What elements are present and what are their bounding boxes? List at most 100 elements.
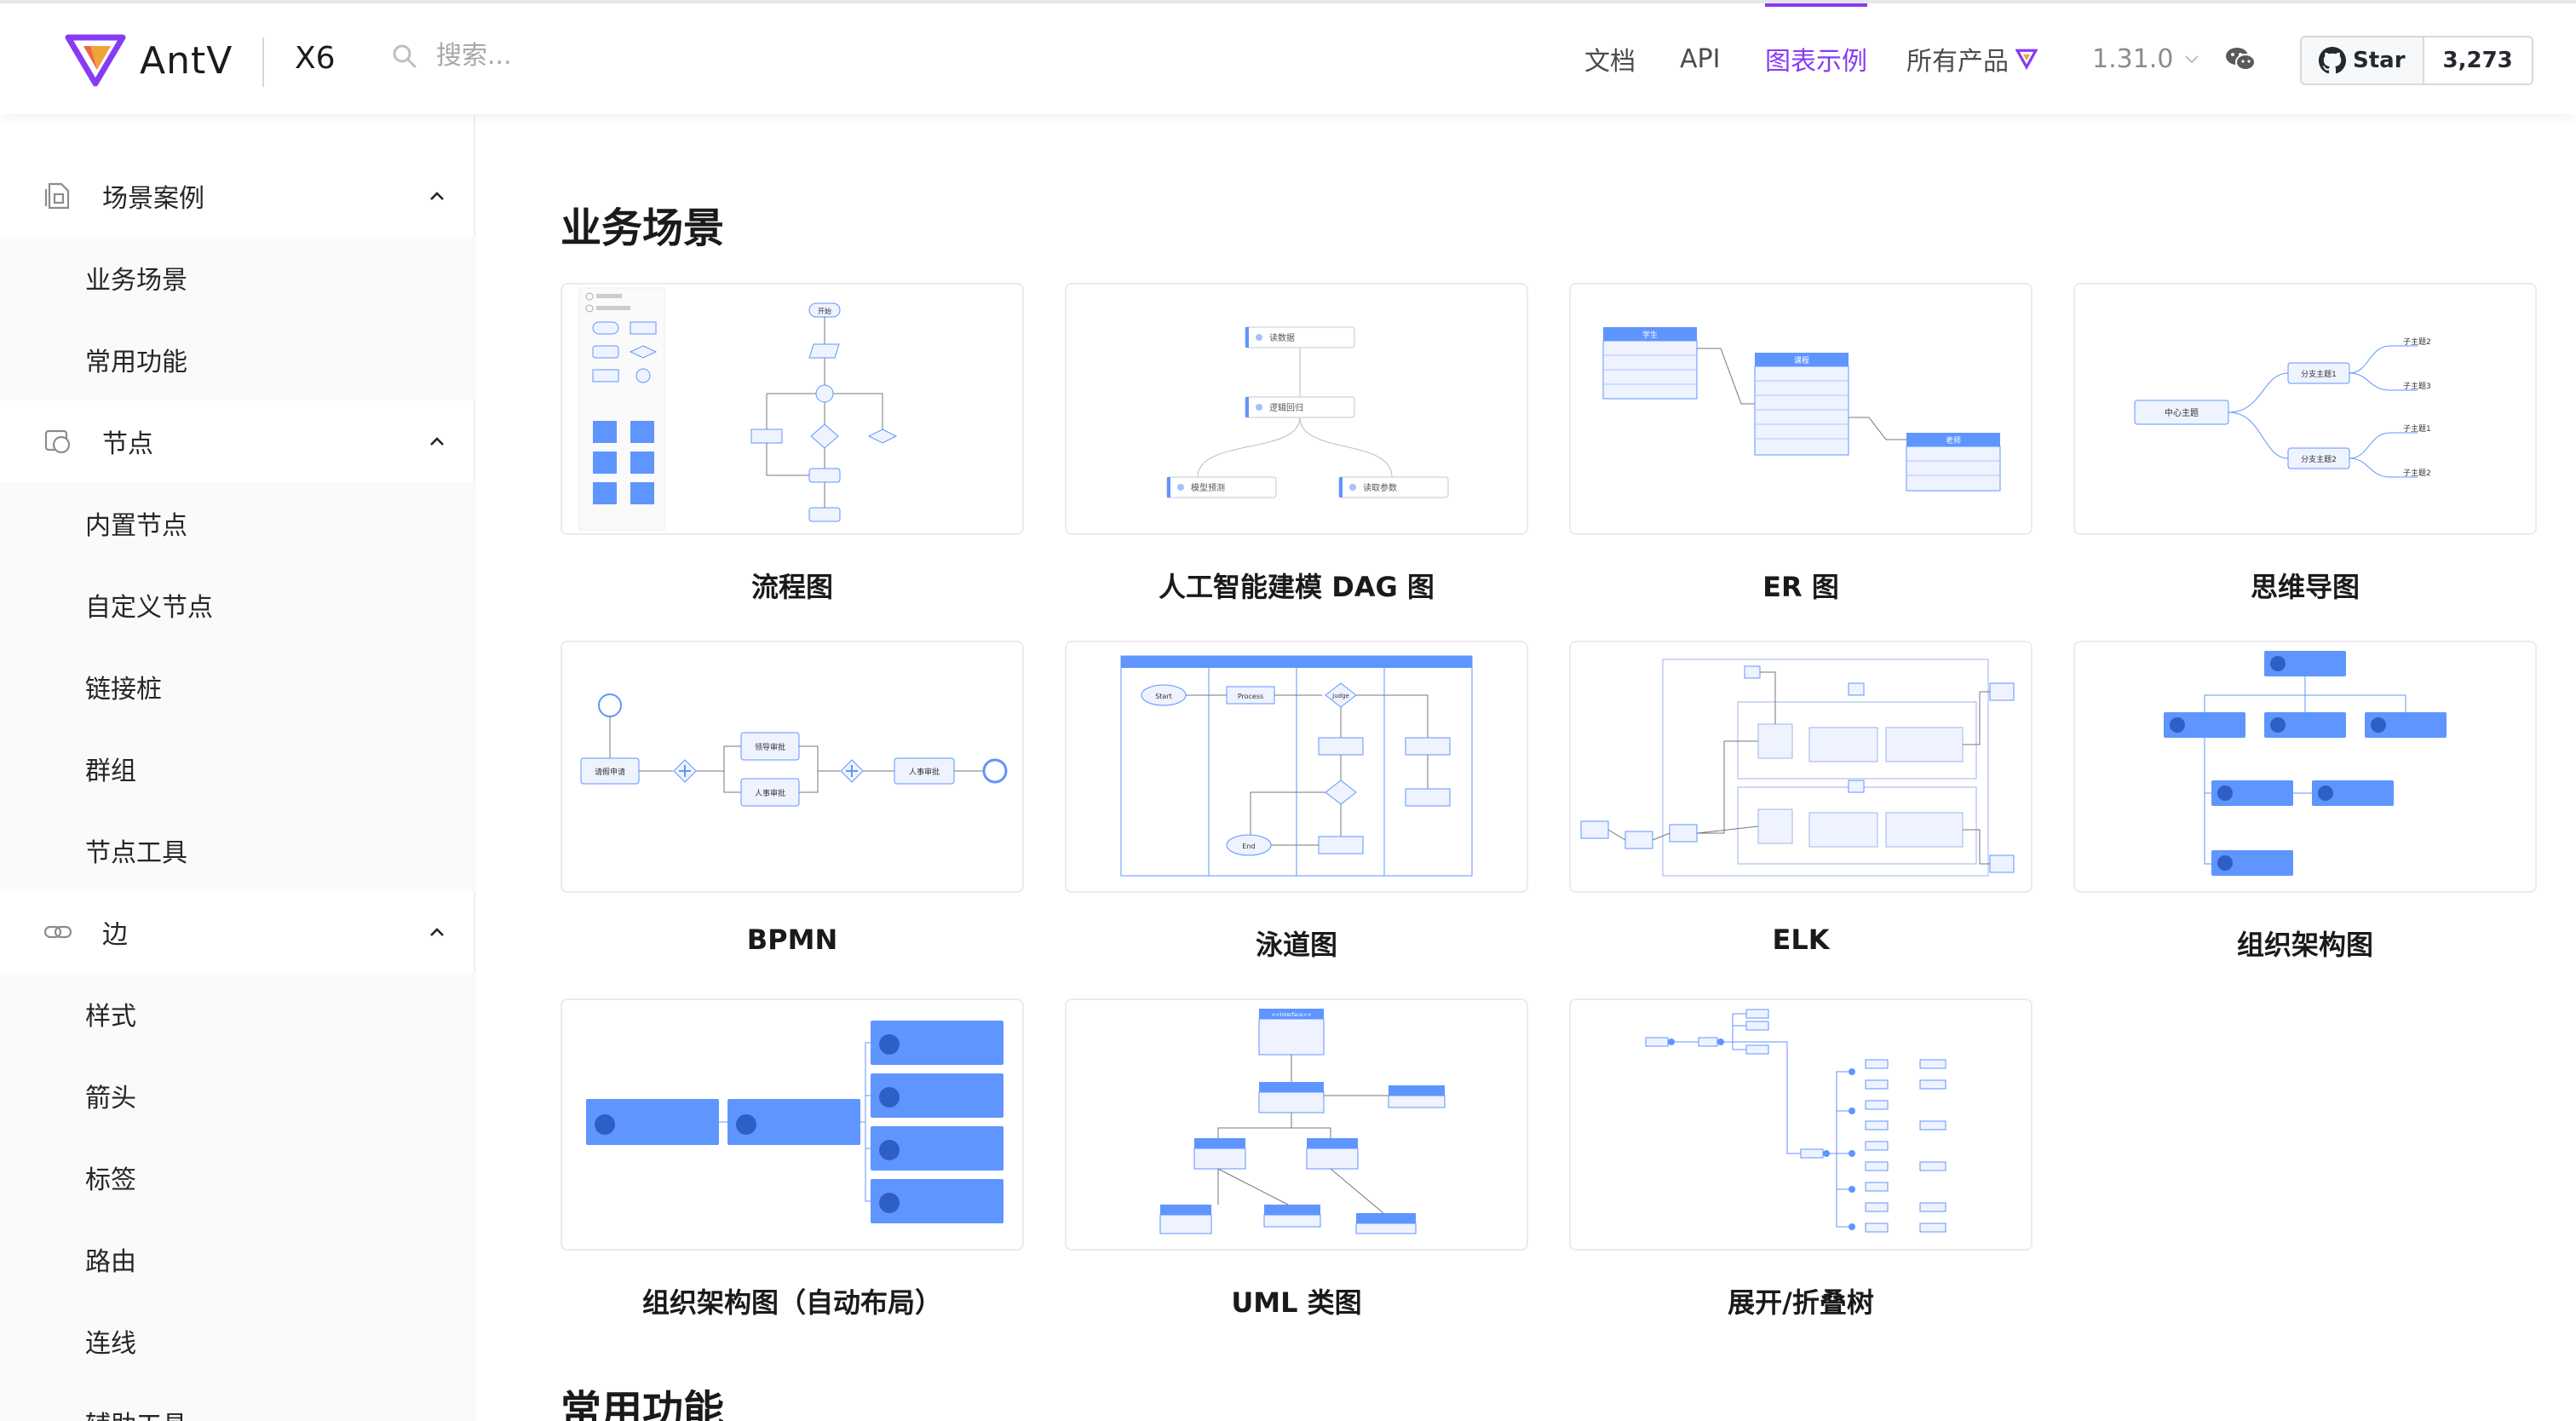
- mind-leaf-text: 子主题3: [2403, 381, 2431, 391]
- example-thumbnail: <<Interface>>: [1065, 998, 1528, 1251]
- example-card[interactable]: Start Process Judge End: [1065, 641, 1528, 963]
- github-star-group: Star 3,273: [2300, 36, 2533, 85]
- sidebar-item[interactable]: 业务场景: [85, 266, 187, 296]
- er-table-title: 老师: [1946, 435, 1961, 446]
- dag-node-text: 模型预测: [1191, 482, 1225, 493]
- example-card-label: 思维导图: [2250, 571, 2360, 603]
- chevron-down-icon: [2185, 55, 2199, 64]
- example-card-label: 展开/折叠树: [1728, 1286, 1874, 1319]
- sidebar-group-edges[interactable]: 边: [0, 891, 475, 973]
- sidebar-item[interactable]: 节点工具: [85, 838, 187, 868]
- lane-node-text: Judge: [1331, 693, 1349, 699]
- example-card[interactable]: 请假申请 领导审批 人事审批 人事审批 BPMN: [561, 641, 1024, 956]
- example-card-label: ELK: [1772, 923, 1830, 956]
- orgchart-thumbnail: [2164, 651, 2447, 876]
- example-thumbnail: 请假申请 领导审批 人事审批 人事审批: [561, 641, 1024, 893]
- mind-leaf-text: 子主题2: [2403, 337, 2431, 347]
- chevron-up-icon: [430, 437, 444, 446]
- version-select[interactable]: 1.31.0: [2092, 3, 2200, 114]
- sidebar-item[interactable]: 群组: [85, 757, 136, 786]
- er-table-title: 课程: [1794, 356, 1809, 365]
- example-thumbnail: 读数据 逻辑回归 模型预测 读取参数: [1065, 283, 1528, 535]
- example-thumbnail: 开始: [561, 283, 1024, 535]
- mind-node-text: 分支主题1: [2301, 369, 2337, 379]
- mind-leaf-text: 子主题2: [2403, 468, 2431, 478]
- section-title: 常用功能: [561, 1387, 725, 1421]
- sidebar-group-scenes[interactable]: 场景案例: [0, 155, 475, 237]
- nav-api[interactable]: API: [1680, 43, 1721, 74]
- sidebar-item[interactable]: 链接桩: [85, 675, 162, 705]
- sidebar: 场景案例 业务场景 常用功能 节点 内置节点 自定义节点 链接桩 群组 节点工具…: [0, 114, 475, 1421]
- bpmn-node-text: 人事审批: [755, 788, 785, 798]
- bpmn-node-text: 请假申请: [595, 767, 625, 777]
- sidebar-item[interactable]: 样式: [85, 1002, 136, 1032]
- example-card[interactable]: 组织架构图: [2073, 641, 2537, 963]
- example-thumbnail: [1569, 641, 2033, 893]
- top-header: AntV X6 文档 API 图表示例 所有产品 1.31.0: [0, 0, 2576, 114]
- nav-products-label: 所有产品: [1906, 47, 2009, 77]
- main-content: 业务场景 开始: [477, 114, 2576, 1421]
- example-card-label: 组织架构图: [2236, 929, 2373, 961]
- sidebar-item[interactable]: 连线: [85, 1329, 136, 1359]
- search-box[interactable]: [392, 41, 692, 71]
- nav-examples[interactable]: 图表示例: [1765, 3, 1867, 114]
- example-card[interactable]: 展开/折叠树: [1569, 998, 2033, 1320]
- sidebar-sublist: 样式 箭头 标签 路由 连线 辅助工具: [0, 973, 475, 1421]
- er-thumbnail: 学生 课程 老师: [1602, 327, 2001, 492]
- sidebar-item[interactable]: 内置节点: [85, 511, 187, 541]
- example-card-label: 人工智能建模 DAG 图: [1159, 571, 1435, 603]
- node-icon: [44, 429, 71, 454]
- sidebar-item[interactable]: 辅助工具: [0, 1382, 475, 1421]
- er-table-title: 学生: [1642, 330, 1658, 340]
- sidebar-group-title: 边: [102, 920, 128, 950]
- mind-node-text: 中心主题: [2165, 407, 2199, 418]
- example-thumbnail: [1569, 998, 2033, 1251]
- example-card-label: ER 图: [1762, 571, 1839, 603]
- example-card[interactable]: 中心主题 分支主题1 分支主题2 子主题2 子主题3 子主题1 子主题2 思维导…: [2073, 283, 2537, 605]
- sidebar-item[interactable]: 常用功能: [85, 348, 187, 377]
- sidebar-item[interactable]: 箭头: [85, 1084, 136, 1113]
- flowchart-thumbnail: 开始: [578, 287, 898, 531]
- chevron-up-icon: [430, 192, 444, 200]
- lane-node-text: End: [1242, 843, 1255, 850]
- github-star-button[interactable]: Star: [2302, 37, 2424, 83]
- example-card[interactable]: 组织架构图（自动布局）: [561, 998, 1024, 1320]
- example-card-label: 流程图: [750, 571, 833, 603]
- example-card[interactable]: ELK: [1569, 641, 2033, 956]
- star-count[interactable]: 3,273: [2424, 37, 2532, 83]
- sidebar-item[interactable]: 路由: [85, 1247, 136, 1277]
- header-divider: [262, 37, 264, 87]
- nav-docs[interactable]: 文档: [1584, 47, 1636, 77]
- wechat-button[interactable]: [2225, 3, 2256, 114]
- bpmn-node-text: 领导审批: [755, 742, 785, 752]
- example-card[interactable]: 学生 课程 老师 ER 图: [1569, 283, 2033, 605]
- swimlane-thumbnail: Start Process Judge End: [1120, 655, 1473, 877]
- logo-text: AntV: [140, 38, 233, 83]
- sidebar-group-title: 节点: [102, 429, 153, 459]
- nav-products[interactable]: 所有产品: [1906, 3, 2038, 114]
- sidebar-item[interactable]: 标签: [85, 1165, 136, 1195]
- sidebar-group-title: 场景案例: [102, 184, 204, 214]
- example-card-label: BPMN: [746, 923, 838, 956]
- flow-node-text: 开始: [818, 307, 831, 315]
- example-card-label: UML 类图: [1231, 1286, 1362, 1319]
- file-icon: [44, 182, 70, 210]
- example-thumbnail: [561, 998, 1024, 1251]
- mind-node-text: 分支主题2: [2301, 454, 2337, 464]
- section-title: 业务场景: [561, 204, 725, 252]
- example-card[interactable]: <<Interface>>: [1065, 998, 1528, 1320]
- example-card[interactable]: 开始 流程图: [561, 283, 1024, 605]
- sidebar-item[interactable]: 自定义节点: [85, 593, 213, 623]
- sidebar-group-nodes[interactable]: 节点: [0, 400, 475, 482]
- search-input[interactable]: [436, 41, 692, 71]
- elk-thumbnail: [1580, 659, 2015, 877]
- example-thumbnail: [2073, 641, 2537, 893]
- antv-logo[interactable]: AntV: [65, 32, 233, 89]
- sidebar-sublist: 内置节点 自定义节点 链接桩 群组 节点工具: [0, 482, 475, 891]
- link-icon: [43, 925, 72, 939]
- example-card[interactable]: 读数据 逻辑回归 模型预测 读取参数 人工智能建模 DAG 图: [1065, 283, 1528, 605]
- product-name[interactable]: X6: [295, 41, 336, 76]
- example-thumbnail: Start Process Judge End: [1065, 641, 1528, 893]
- antv-logo-icon: [65, 34, 126, 87]
- orgchart-auto-thumbnail: [586, 1021, 1003, 1223]
